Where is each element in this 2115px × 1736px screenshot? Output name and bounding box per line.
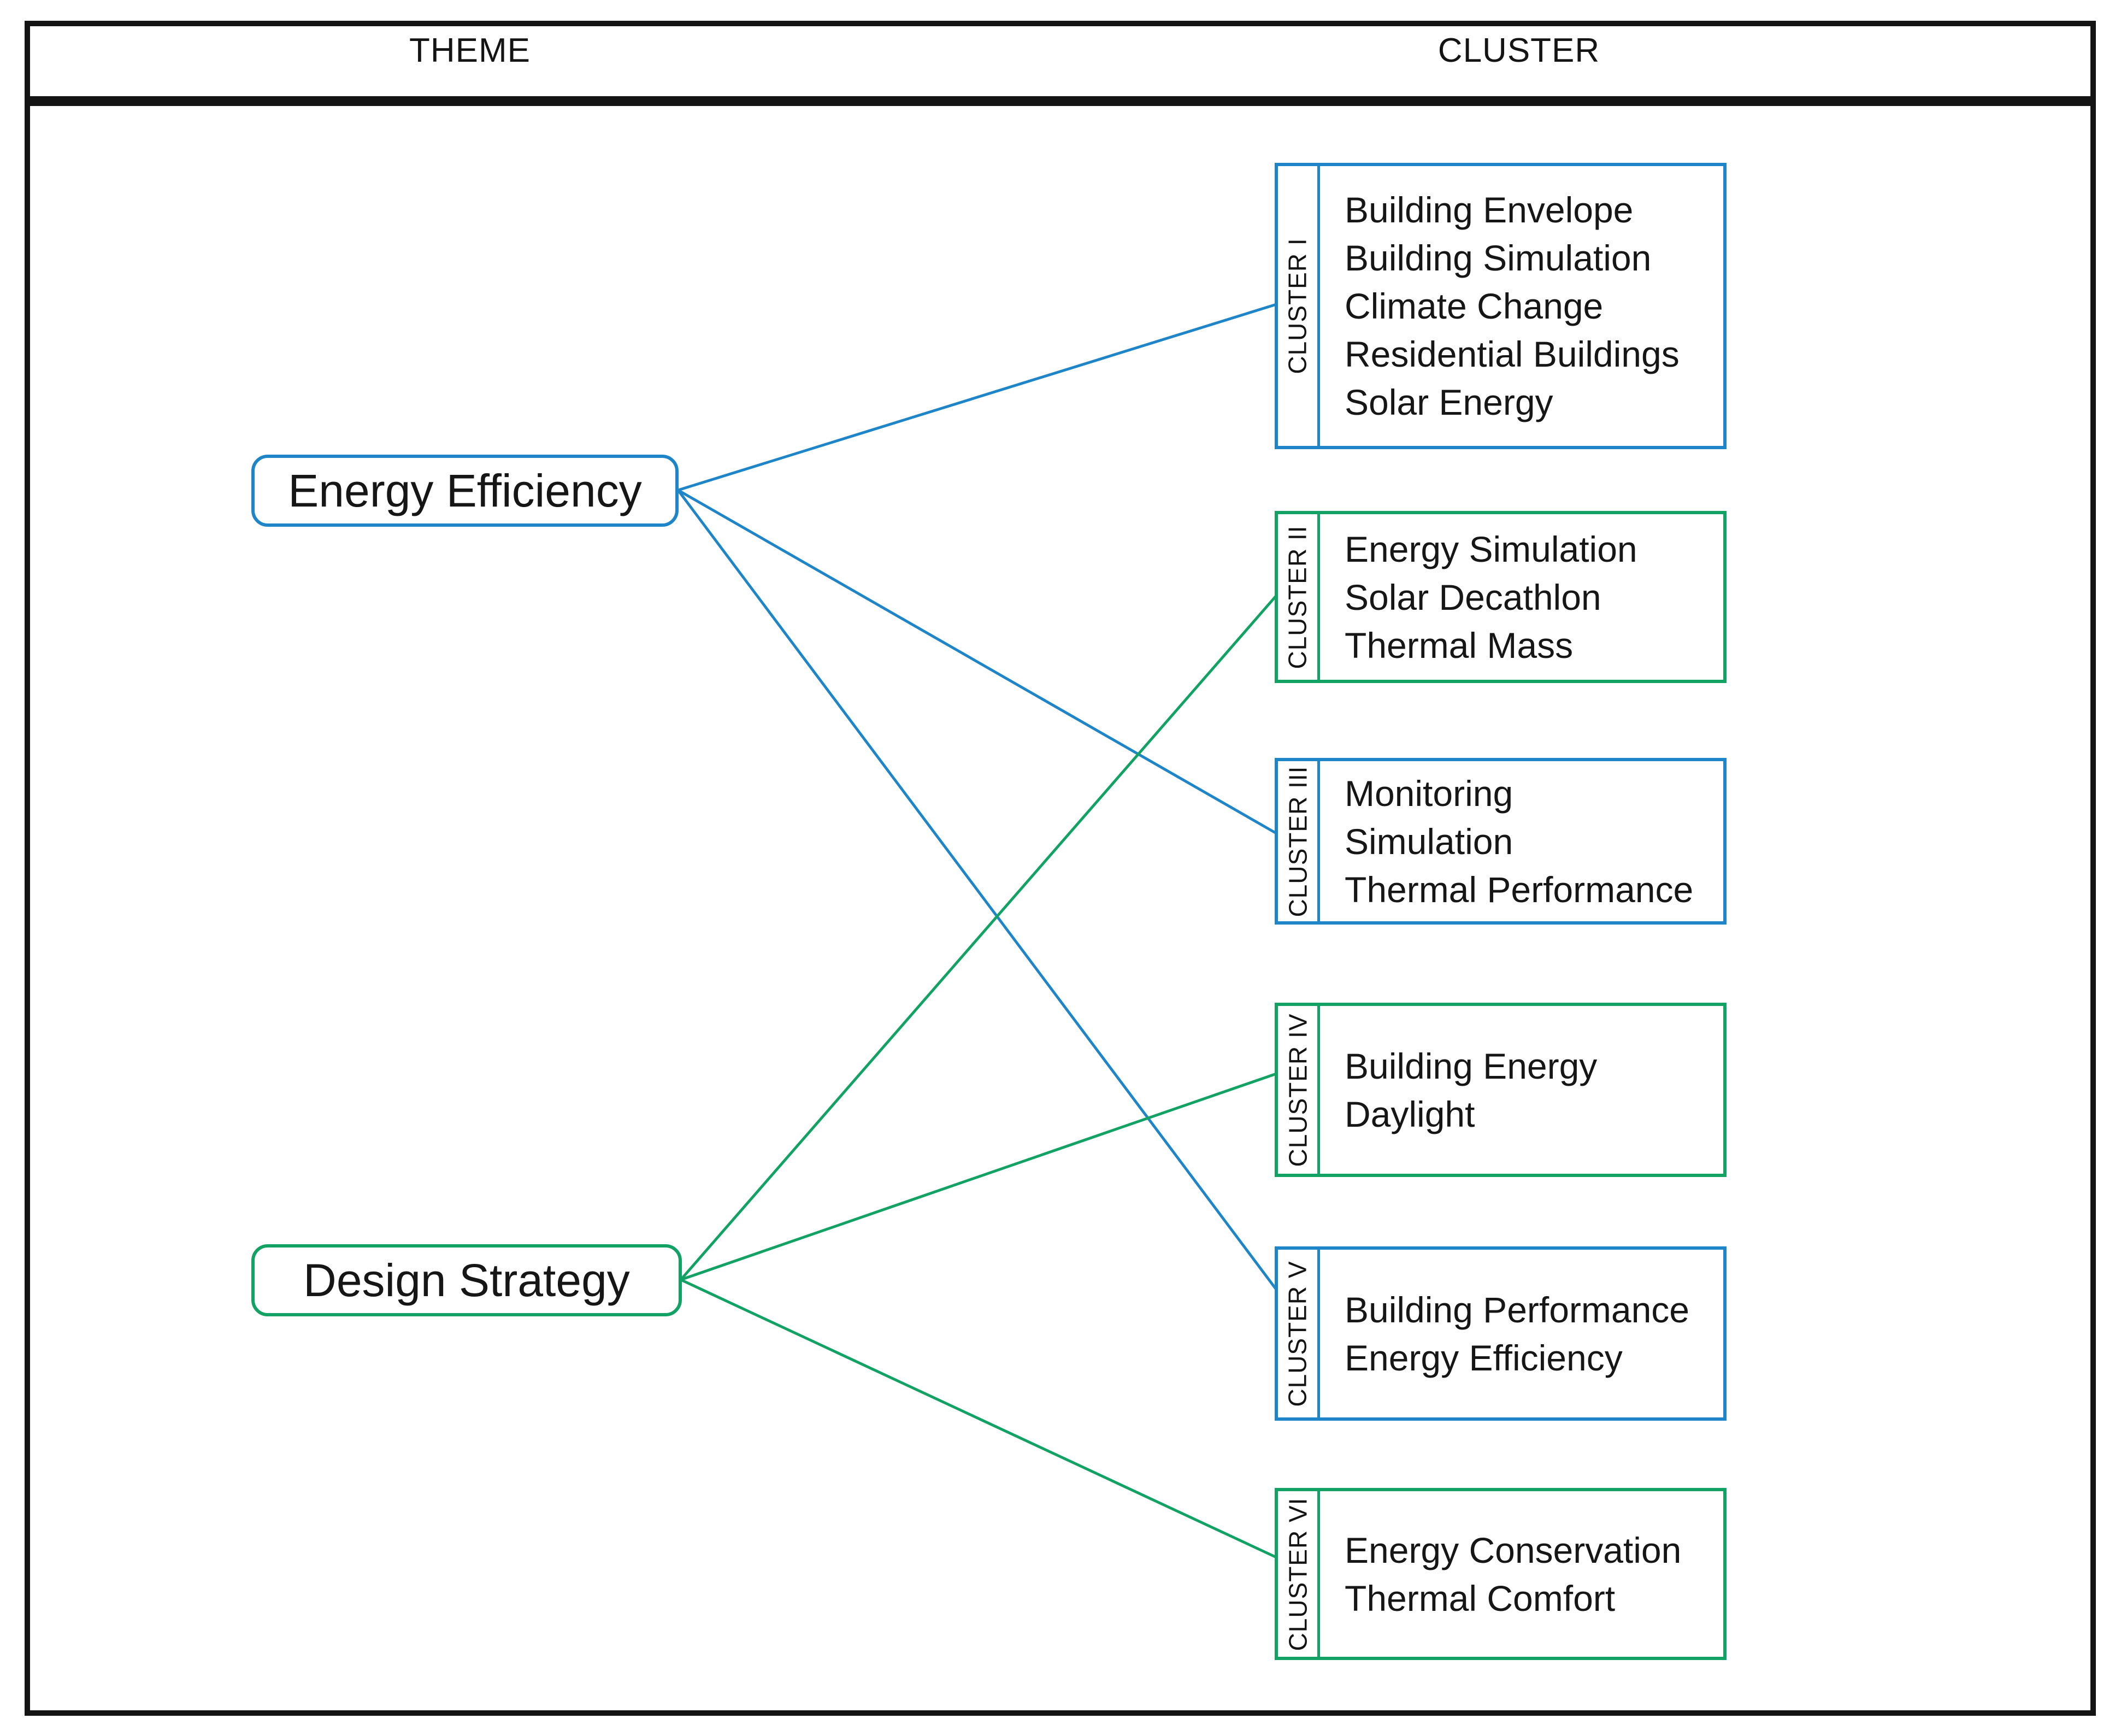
cluster-box-1: CLUSTER I Building Envelope Building Sim… — [1275, 163, 1727, 449]
cluster-term: Building Performance — [1345, 1289, 1689, 1330]
cluster-term: Thermal Mass — [1345, 625, 1574, 666]
cluster-box-3: CLUSTER III Monitoring Simulation Therma… — [1275, 758, 1727, 925]
cluster-box-4: CLUSTER IV Building Energy Daylight — [1275, 1003, 1727, 1177]
cluster-label: CLUSTER I — [1283, 238, 1312, 374]
cluster-label: CLUSTER IV — [1283, 1013, 1312, 1167]
cluster-term: Climate Change — [1345, 286, 1604, 326]
theme-column-header: THEME — [409, 32, 531, 69]
cluster-term-list: Energy Conservation Thermal Comfort — [1345, 1526, 1715, 1622]
cluster-term: Simulation — [1345, 821, 1513, 862]
cluster-term: Residential Buildings — [1345, 334, 1680, 374]
outer-frame — [25, 21, 2096, 1716]
cluster-box-6: CLUSTER VI Energy Conservation Thermal C… — [1275, 1488, 1727, 1660]
cluster-term: Energy Simulation — [1345, 528, 1637, 569]
cluster-term: Monitoring — [1345, 773, 1513, 814]
cluster-label: CLUSTER VI — [1283, 1497, 1312, 1651]
cluster-term: Thermal Performance — [1345, 869, 1694, 910]
cluster-label-strip: CLUSTER V — [1278, 1250, 1320, 1417]
cluster-term: Building Envelope — [1345, 190, 1634, 230]
cluster-label-strip: CLUSTER III — [1278, 761, 1320, 921]
cluster-label: CLUSTER III — [1283, 766, 1312, 917]
cluster-term-list: Building Envelope Building Simulation Cl… — [1345, 186, 1715, 426]
cluster-term-list: Building Energy Daylight — [1345, 1042, 1715, 1138]
cluster-term: Thermal Comfort — [1345, 1578, 1616, 1619]
cluster-label-strip: CLUSTER II — [1278, 514, 1320, 680]
cluster-term: Energy Conservation — [1345, 1529, 1682, 1570]
cluster-term-list: Energy Simulation Solar Decathlon Therma… — [1345, 525, 1715, 669]
cluster-term: Daylight — [1345, 1093, 1475, 1134]
cluster-label-strip: CLUSTER IV — [1278, 1006, 1320, 1174]
cluster-term: Building Energy — [1345, 1045, 1598, 1086]
cluster-term: Solar Decathlon — [1345, 576, 1601, 617]
theme-box-design-strategy: Design Strategy — [251, 1244, 682, 1316]
cluster-label-strip: CLUSTER VI — [1278, 1491, 1320, 1657]
cluster-label-strip: CLUSTER I — [1278, 166, 1320, 446]
cluster-box-2: CLUSTER II Energy Simulation Solar Decat… — [1275, 511, 1727, 683]
theme-label: Energy Efficiency — [288, 464, 642, 516]
theme-box-energy-efficiency: Energy Efficiency — [251, 455, 679, 527]
theme-label: Design Strategy — [303, 1254, 630, 1306]
cluster-label: CLUSTER II — [1283, 525, 1312, 669]
cluster-term: Solar Energy — [1345, 382, 1553, 422]
cluster-label: CLUSTER V — [1283, 1260, 1312, 1407]
cluster-term-list: Building Performance Energy Efficiency — [1345, 1286, 1715, 1382]
cluster-term-list: Monitoring Simulation Thermal Performanc… — [1345, 769, 1715, 914]
cluster-box-5: CLUSTER V Building Performance Energy Ef… — [1275, 1246, 1727, 1421]
cluster-column-header: CLUSTER — [1438, 32, 1600, 69]
cluster-term: Energy Efficiency — [1345, 1337, 1623, 1378]
header-separator-line — [25, 96, 2096, 106]
cluster-term: Building Simulation — [1345, 238, 1652, 278]
